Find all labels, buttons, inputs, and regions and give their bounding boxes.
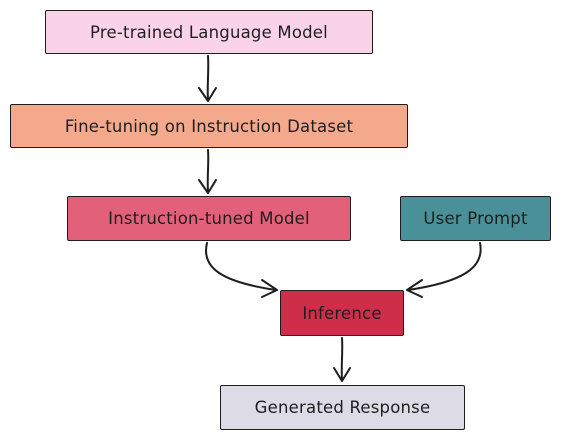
arrow-base-to-finetuning bbox=[198, 55, 217, 102]
node-pretrained-language-model-label: Pre-trained Language Model bbox=[90, 22, 328, 42]
node-generated-response-label: Generated Response bbox=[254, 398, 431, 417]
arrow-finetuning-to-tuned-model bbox=[198, 149, 217, 194]
node-finetuning-label: Fine-tuning on Instruction Dataset bbox=[64, 116, 354, 136]
node-instruction-tuned-model: Instruction-tuned Model bbox=[67, 196, 351, 241]
node-user-prompt-label: User Prompt bbox=[423, 209, 528, 228]
node-finetuning-on-instruction-dataset: Fine-tuning on Instruction Dataset bbox=[10, 104, 408, 148]
node-pretrained-language-model: Pre-trained Language Model bbox=[45, 10, 373, 54]
arrow-tuned-model-to-inference bbox=[205, 242, 278, 298]
node-instruction-tuned-model-label: Instruction-tuned Model bbox=[108, 209, 310, 228]
arrow-user-prompt-to-inference bbox=[406, 242, 482, 298]
node-generated-response: Generated Response bbox=[220, 385, 465, 430]
node-inference: Inference bbox=[280, 290, 404, 336]
arrow-inference-to-response bbox=[333, 337, 351, 382]
node-inference-label: Inference bbox=[302, 303, 382, 323]
node-user-prompt: User Prompt bbox=[400, 196, 551, 241]
